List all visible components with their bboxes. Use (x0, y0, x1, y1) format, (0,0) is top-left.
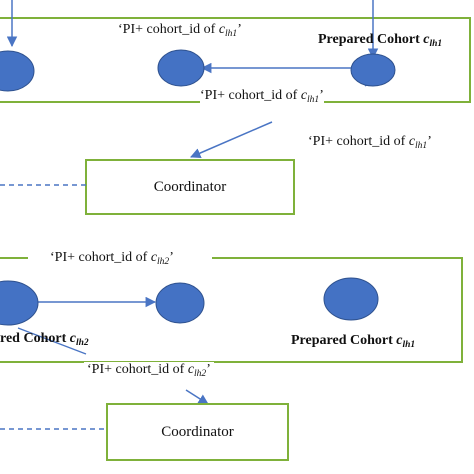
label-suffix: ’ (237, 22, 242, 37)
label-bottom-right-prepared: Prepared Cohort clh1 (291, 333, 416, 350)
label-sub: lh2 (75, 338, 89, 348)
node-bottom-middle (155, 282, 205, 324)
coordinator-label-2: Coordinator (161, 424, 234, 440)
label-suffix: ’ (169, 250, 174, 265)
label-top-prepared-cohort: Prepared Cohort clh1 (318, 32, 443, 49)
label-suffix: ’ (319, 88, 324, 103)
label-prefix: ‘PI+ cohort_id of (50, 250, 151, 265)
arrow-to-coordinator-1 (190, 121, 273, 159)
label-bottom-pi: ‘PI+ cohort_id of clh2’ (84, 362, 214, 379)
label-prefix: ‘PI+ cohort_id of (200, 88, 301, 103)
label-c: c (218, 22, 226, 37)
label-prefix: red Cohort (0, 331, 70, 346)
label-c: c (150, 250, 158, 265)
label-sub: lh2 (157, 257, 170, 267)
label-prefix: ‘PI+ cohort_id of (87, 362, 188, 377)
label-sub: lh1 (225, 29, 238, 39)
coordinator-box-2 (106, 403, 289, 461)
label-sub: lh1 (307, 95, 320, 105)
label-bottom-left-prepared: red Cohort clh2 (0, 331, 89, 348)
node-top-left (0, 50, 35, 92)
label-mid-pi: ‘PI+ cohort_id of clh2’ (46, 250, 178, 267)
label-sub: lh1 (415, 141, 428, 151)
label-c: c (396, 333, 403, 348)
label-prefix: Prepared Cohort (291, 333, 397, 348)
label-c: c (69, 331, 76, 346)
label-c: c (408, 134, 416, 149)
label-top-right-pi: ‘PI+ cohort_id of clh1’ (308, 134, 432, 151)
label-prefix: ‘PI+ cohort_id of (308, 134, 409, 149)
label-sub: lh1 (402, 340, 416, 350)
label-top-left-pi: ‘PI+ cohort_id of clh1’ (118, 22, 242, 39)
arrow-bottom-left-down (17, 327, 87, 355)
label-c: c (300, 88, 308, 103)
node-bottom-right (323, 277, 379, 321)
coordinator-box-1 (85, 159, 295, 215)
label-suffix: ’ (206, 362, 211, 377)
label-suffix: ’ (427, 134, 432, 149)
label-top-mid-pi: ‘PI+ cohort_id of clh1’ (200, 88, 324, 105)
label-prefix: ‘PI+ cohort_id of (118, 22, 219, 37)
arrow-to-coordinator-2 (185, 389, 209, 405)
label-c: c (423, 32, 430, 47)
label-c: c (187, 362, 195, 377)
node-top-middle (157, 49, 205, 87)
node-top-right (350, 53, 396, 87)
node-bottom-left (0, 280, 39, 326)
coordinator-label-1: Coordinator (153, 179, 227, 195)
label-sub: lh2 (194, 369, 207, 379)
bottom-cohort-border (0, 257, 463, 363)
label-sub: lh1 (429, 39, 443, 49)
label-prefix: Prepared Cohort (318, 32, 424, 47)
